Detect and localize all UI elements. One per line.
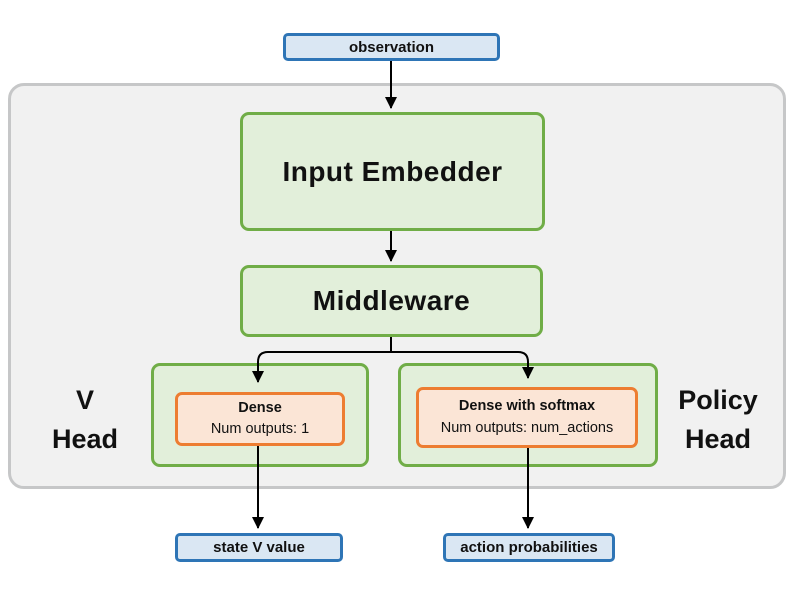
policy-head-label-line1: Policy xyxy=(678,385,758,415)
state-v-value-node: state V value xyxy=(175,533,343,562)
policy-dense-title: Dense with softmax xyxy=(458,398,596,415)
input-embedder-label: Input Embedder xyxy=(282,155,503,187)
policy-head-label: Policy Head xyxy=(653,381,783,459)
input-embedder-node: Input Embedder xyxy=(240,112,545,231)
policy-head-dense-node: Dense with softmax Num outputs: num_acti… xyxy=(416,387,638,448)
policy-dense-subtitle: Num outputs: num_actions xyxy=(440,419,614,436)
v-head-label-line2: Head xyxy=(51,424,119,455)
state-v-value-label: state V value xyxy=(213,539,305,556)
v-head-label: V Head xyxy=(35,381,135,459)
action-probabilities-label: action probabilities xyxy=(460,539,598,556)
policy-head-label-line2: Head xyxy=(684,424,752,455)
v-dense-subtitle: Num outputs: 1 xyxy=(210,421,310,437)
v-head-label-line1: V xyxy=(75,385,94,415)
middleware-label: Middleware xyxy=(312,285,471,316)
v-dense-title: Dense xyxy=(238,399,282,416)
observation-node: observation xyxy=(283,33,500,61)
observation-label: observation xyxy=(348,38,435,56)
middleware-node: Middleware xyxy=(240,265,543,337)
action-probabilities-node: action probabilities xyxy=(443,533,615,562)
v-head-dense-node: Dense Num outputs: 1 xyxy=(175,392,345,446)
